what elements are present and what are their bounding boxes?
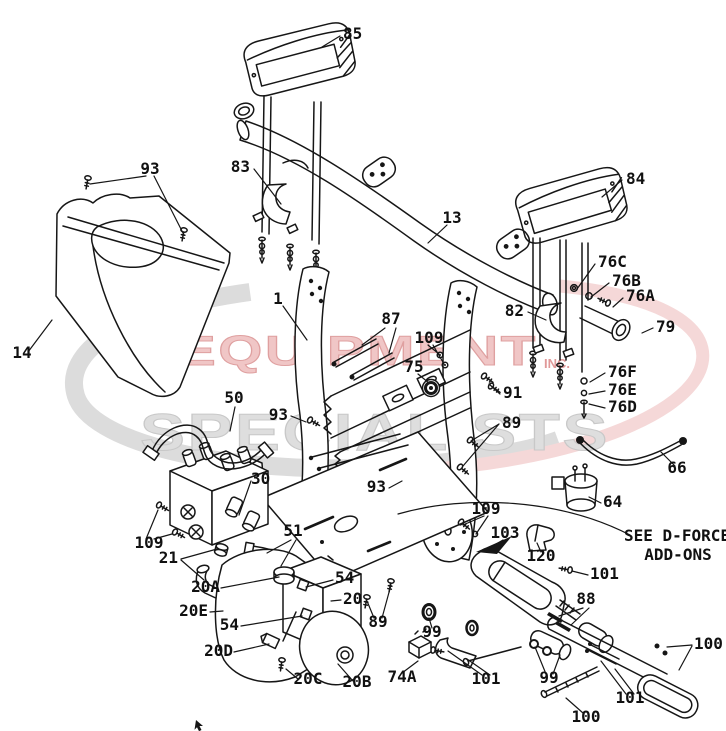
callout-93-20: 93: [269, 405, 288, 424]
callout-21-30: 21: [159, 548, 178, 567]
callout-120-28: 120: [527, 546, 556, 565]
note-add-ons: ADD-ONS: [644, 545, 711, 564]
callout-51-31: 51: [283, 521, 302, 540]
callout-93-24: 93: [367, 477, 386, 496]
deflector-shield-14: [55, 174, 231, 398]
callout-76D-18: 76D: [608, 397, 637, 416]
knob: [233, 102, 255, 120]
callout-85-0: 85: [343, 24, 362, 43]
callout-50-19: 50: [224, 388, 243, 407]
callout-79-11: 79: [656, 317, 675, 336]
light-bracket-82: [532, 302, 575, 358]
callout-layer: 858393141384176C76B76A827987109759176F76…: [12, 24, 723, 726]
callout-76E-17: 76E: [608, 380, 637, 399]
pump-mount-plate: [261, 431, 489, 581]
callout-54-38: 54: [220, 615, 239, 634]
callout-84-5: 84: [626, 169, 645, 188]
callout-109-29: 109: [135, 533, 164, 552]
callout-101-47: 101: [472, 669, 501, 688]
equipment-specialists-watermark: EQUIPMENT INC. SPECIALISTS: [65, 279, 710, 478]
callout-103-27: 103: [491, 523, 520, 542]
callout-76A-9: 76A: [626, 286, 655, 305]
cable-66: [576, 436, 687, 466]
callout-93-2: 93: [140, 159, 159, 178]
hardware-76def: [580, 377, 588, 419]
light-tower-crossbar-13: [233, 102, 559, 316]
callout-89-39: 89: [368, 612, 387, 631]
callout-74A-43: 74A: [388, 667, 417, 686]
light-bracket-83: [252, 159, 309, 235]
hose-50: [142, 424, 275, 470]
callout-20B-46: 20B: [343, 672, 372, 691]
callout-1-6: 1: [273, 289, 283, 308]
callout-109-26: 109: [472, 499, 501, 518]
lift-pin-100: [540, 616, 699, 719]
solenoid-64: [551, 463, 598, 512]
connector-74A: [408, 628, 432, 659]
callout-83-1: 83: [231, 157, 250, 176]
pin-79: [579, 305, 631, 342]
callout-88-37: 88: [576, 589, 595, 608]
callout-87-12: 87: [381, 309, 400, 328]
lift-arm-assembly: [361, 517, 614, 669]
callout-89-21: 89: [502, 413, 521, 432]
callout-82-10: 82: [505, 301, 524, 320]
callout-91-15: 91: [503, 383, 522, 402]
mouse-cursor: [194, 720, 203, 731]
callout-20C-45: 20C: [294, 669, 323, 688]
watermark-word-specialists: SPECIALISTS: [140, 404, 610, 462]
callout-13-4: 13: [442, 208, 461, 227]
watermark-red-swoosh: [419, 279, 710, 477]
callout-14-3: 14: [12, 343, 31, 362]
callout-76B-8: 76B: [612, 271, 641, 290]
callout-20D-41: 20D: [204, 641, 233, 660]
note-see-d-force: SEE D-FORCE: [624, 526, 726, 545]
callout-76C-7: 76C: [598, 252, 627, 271]
roller-75: [421, 378, 441, 398]
callout-76F-16: 76F: [608, 362, 637, 381]
callout-101-32: 101: [590, 564, 619, 583]
callout-leader-lines: [27, 35, 693, 714]
callout-20A-33: 20A: [191, 577, 220, 596]
callout-20E-36: 20E: [179, 601, 208, 620]
callout-101-48: 101: [616, 688, 645, 707]
callout-99-44: 99: [539, 668, 558, 687]
callout-100-42: 100: [694, 634, 723, 653]
callout-30-23: 30: [251, 469, 270, 488]
callout-66-22: 66: [667, 458, 686, 477]
callout-75-14: 75: [404, 357, 423, 376]
callout-99-40: 99: [422, 622, 441, 641]
callout-109-13: 109: [415, 328, 444, 347]
callout-64-25: 64: [603, 492, 622, 511]
callout-20-35: 20: [343, 589, 362, 608]
callout-54-34: 54: [335, 568, 354, 587]
watermark-word-equipment: EQUIPMENT: [178, 327, 538, 374]
callout-100-49: 100: [572, 707, 601, 726]
hinge-pins-87: [331, 338, 395, 381]
